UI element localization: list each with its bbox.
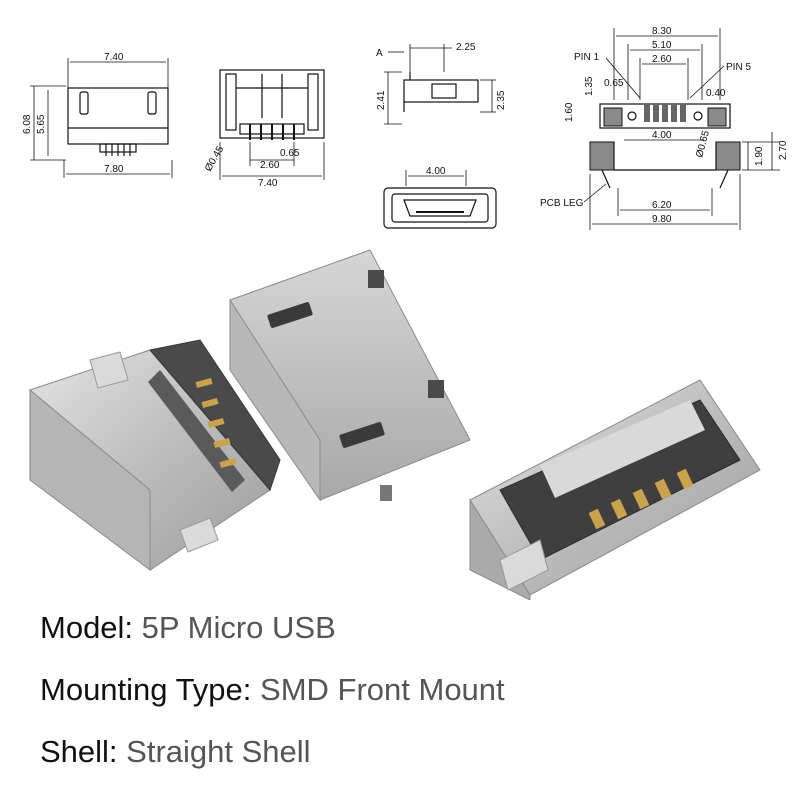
side-offset: 2.25	[456, 42, 476, 53]
spec-model: Model: 5P Micro USB	[40, 610, 336, 646]
spec-shell-value: Straight Shell	[126, 734, 311, 769]
front-top-width: 7.40	[104, 52, 124, 63]
pcb-pad-length: 1.35	[584, 76, 595, 96]
spec-mounting-type-key: Mounting Type:	[40, 672, 252, 707]
side-ref: A	[376, 48, 383, 59]
pcb-hole-diameter: Ø0.65	[694, 129, 712, 159]
opening-view: 4.00	[383, 166, 497, 229]
pcb-pad-width: 0.40	[706, 88, 726, 99]
pcb-slot-width: 4.00	[652, 130, 672, 141]
product-photo	[29, 249, 761, 600]
connector-left	[29, 339, 281, 571]
bottom-width: 7.40	[258, 178, 278, 189]
pcb-pad-span: 5.10	[652, 40, 672, 51]
pcb-layout-view: 8.30 5.10 2.60 PIN 1 PIN 5 0.65 0.40 1.3…	[540, 26, 789, 230]
connector-middle	[229, 249, 471, 502]
pcb-total-width: 9.80	[652, 214, 672, 225]
bottom-view: Ø0.45 0.65 2.60 7.40	[203, 69, 325, 189]
pcb-pin1-label: PIN 1	[574, 52, 599, 63]
pcb-leg-height-a: 1.90	[754, 146, 765, 166]
pcb-leg-height-b: 2.70	[778, 140, 789, 160]
pcb-overall-width: 8.30	[652, 26, 672, 37]
bottom-pin-diameter: Ø0.45	[203, 144, 226, 173]
front-view: 7.40 7.80 6.08 5.65	[22, 52, 173, 178]
spec-model-value: 5P Micro USB	[141, 610, 336, 645]
connector-right	[469, 379, 761, 600]
bottom-pin-span: 2.60	[260, 160, 280, 171]
side-view: A 2.25 2.41 2.35	[376, 42, 507, 125]
pcb-leg-gap: 6.20	[652, 200, 672, 211]
side-height-left: 2.41	[376, 90, 387, 110]
spec-shell-key: Shell:	[40, 734, 118, 769]
front-bottom-width: 7.80	[104, 164, 124, 175]
spec-shell: Shell: Straight Shell	[40, 734, 311, 770]
pcb-leg-label: PCB LEG	[540, 198, 584, 209]
front-height-inner: 5.65	[36, 114, 47, 134]
bottom-pitch: 0.65	[280, 148, 300, 159]
pcb-inner-span: 2.60	[652, 54, 672, 65]
spec-mounting-type: Mounting Type: SMD Front Mount	[40, 672, 505, 708]
pcb-pin5-label: PIN 5	[726, 62, 751, 73]
pcb-pad-row-height: 1.60	[564, 102, 575, 122]
technical-drawing: 7.40 7.80 6.08 5.65	[22, 26, 789, 230]
opening-width: 4.00	[426, 166, 446, 177]
front-height-outer: 6.08	[22, 114, 33, 134]
spec-mounting-type-value: SMD Front Mount	[260, 672, 505, 707]
pcb-pitch: 0.65	[604, 78, 624, 89]
side-height-right: 2.35	[496, 90, 507, 110]
spec-model-key: Model:	[40, 610, 134, 645]
